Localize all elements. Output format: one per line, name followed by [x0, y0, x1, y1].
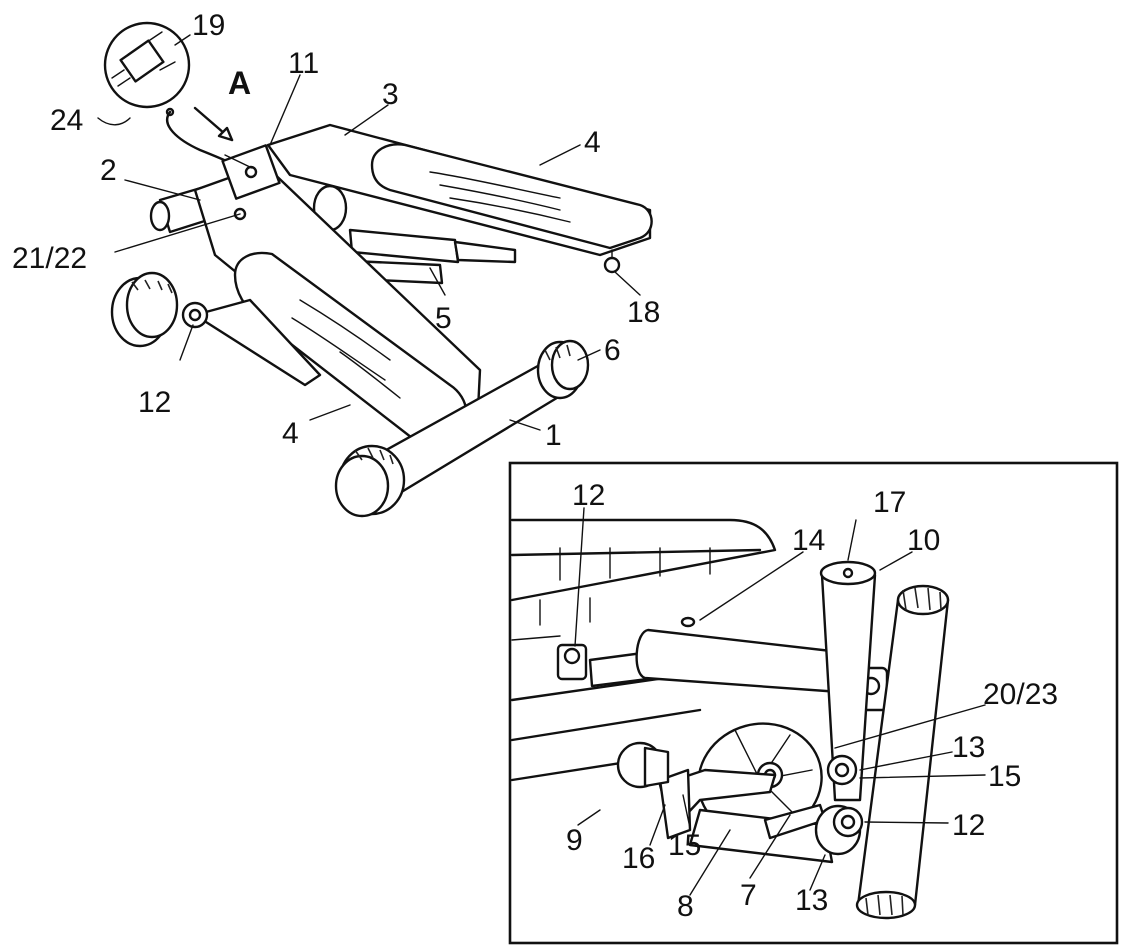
label-A: A: [228, 65, 251, 101]
inset-label-13-lower: 13: [795, 884, 828, 917]
label-1: 1: [545, 419, 562, 452]
inset-label-20-23: 20/23: [983, 678, 1058, 711]
label-2: 2: [100, 154, 117, 187]
inset-label-14: 14: [792, 524, 825, 557]
inset-label-8: 8: [677, 890, 694, 923]
label-6: 6: [604, 334, 621, 367]
label-11: 11: [288, 47, 319, 80]
inset-label-10: 10: [907, 524, 940, 557]
monitor-icon: [103, 21, 191, 109]
inset-label-9: 9: [566, 824, 583, 857]
inset-label-17: 17: [873, 486, 906, 519]
label-24: 24: [50, 104, 83, 137]
label-21-22: 21/22: [12, 242, 87, 275]
inset-label-16: 16: [622, 842, 655, 875]
label-18: 18: [627, 296, 660, 329]
label-12: 12: [138, 386, 171, 419]
inset-label-12-top: 12: [572, 479, 605, 512]
label-4-rear: 4: [584, 126, 601, 159]
inset-label-7: 7: [740, 879, 757, 912]
inset-label-13-upper: 13: [952, 731, 985, 764]
stepper-main-view: [97, 21, 653, 518]
label-19: 19: [192, 9, 225, 42]
label-3: 3: [382, 78, 399, 111]
label-5: 5: [435, 302, 452, 335]
inset-label-15-left: 15: [668, 829, 701, 862]
inset-label-12-right: 12: [952, 809, 985, 842]
inset-label-15-right: 15: [988, 760, 1021, 793]
label-4-front: 4: [282, 417, 299, 450]
inset-detail-box: [508, 461, 1119, 945]
